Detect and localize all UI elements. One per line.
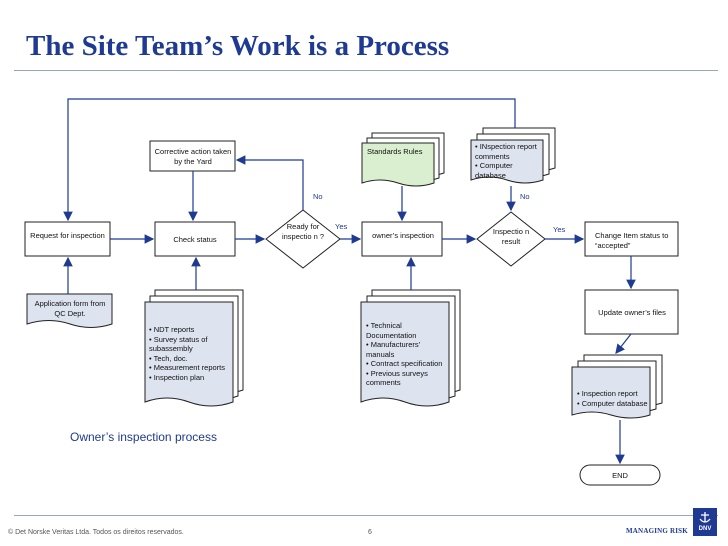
anchor-icon <box>699 512 711 523</box>
result-decision <box>476 211 546 267</box>
change-status-box <box>584 221 679 257</box>
corrective-action-label: Corrective action taken by the Yard <box>154 147 232 166</box>
brand-tagline: MANAGING RISK <box>626 527 688 535</box>
request-label: Request for inspection <box>30 231 105 240</box>
update-files-box <box>584 289 679 335</box>
list-item: • Computer database <box>577 398 648 408</box>
list-item: • Inspection plan <box>149 372 205 382</box>
list-item: • Tech, doc. <box>149 353 188 363</box>
update-files-label: Update owner’s files <box>598 308 666 317</box>
technical-docs-shape <box>360 289 461 407</box>
connectors <box>63 98 636 465</box>
list-item: • Measurement reports <box>149 363 225 372</box>
footer-divider <box>14 515 718 516</box>
page-number: 6 <box>368 529 372 536</box>
list-item: • Inspection report <box>577 389 638 398</box>
ndt-docs-list: • NDT reports • Survey status of subasse… <box>149 325 231 382</box>
request-box <box>24 221 111 257</box>
application-form-shape <box>26 293 113 328</box>
list-item: • Contract specification <box>366 359 443 368</box>
page-title: The Site Team’s Work is a Process <box>26 30 450 62</box>
yes-label-ready: Yes <box>335 222 348 231</box>
copyright-text: © Det Norske Veritas Ltda. Todos os dire… <box>8 529 184 536</box>
list-item: • NDT reports <box>149 325 195 334</box>
check-status-box <box>154 221 236 257</box>
inspection-report-top-list: • INspection report comments • Computer … <box>475 142 541 180</box>
technical-docs-list: • Technical Documentation • Manufacturer… <box>366 321 448 388</box>
application-form-label: Application form from QC Dept. <box>34 299 106 318</box>
diagram-caption: Owner’s inspection process <box>70 430 217 444</box>
title-divider <box>14 70 718 71</box>
list-item: • Computer database <box>475 161 513 180</box>
no-label-ready: No <box>313 192 323 201</box>
logo-text: DNV <box>698 526 712 532</box>
check-status-label: Check status <box>173 235 217 244</box>
standards-doc-shape <box>361 132 445 187</box>
end-label: END <box>612 471 628 480</box>
inspection-report-bottom-shape <box>571 354 663 419</box>
yes-label-result: Yes <box>553 225 566 234</box>
end-terminator <box>579 464 661 486</box>
owners-inspection-label: owner’s inspection <box>372 231 434 240</box>
ndt-docs-shape <box>144 289 244 407</box>
inspection-result-label: Inspectio n result <box>492 227 530 246</box>
list-item: • INspection report comments <box>475 142 537 161</box>
corrective-action-box <box>149 140 236 172</box>
ready-decision <box>265 209 341 269</box>
list-item: • Previous surveys comments <box>366 368 428 388</box>
inspection-report-bottom-list: • Inspection report • Computer database <box>577 389 649 408</box>
dnv-logo: DNV <box>693 508 717 536</box>
inspection-report-top-shape <box>470 127 556 184</box>
standards-label: Standards Rules <box>367 147 423 156</box>
ready-label: Ready for inspectio n ? <box>281 222 325 241</box>
change-status-label: Change Item status to “accepted” <box>595 231 669 250</box>
list-item: • Manufacturers’ manuals <box>366 340 421 359</box>
list-item: • Survey status of subassembly <box>149 334 208 354</box>
list-item: • Technical Documentation <box>366 321 417 340</box>
no-label-result: No <box>520 192 530 201</box>
